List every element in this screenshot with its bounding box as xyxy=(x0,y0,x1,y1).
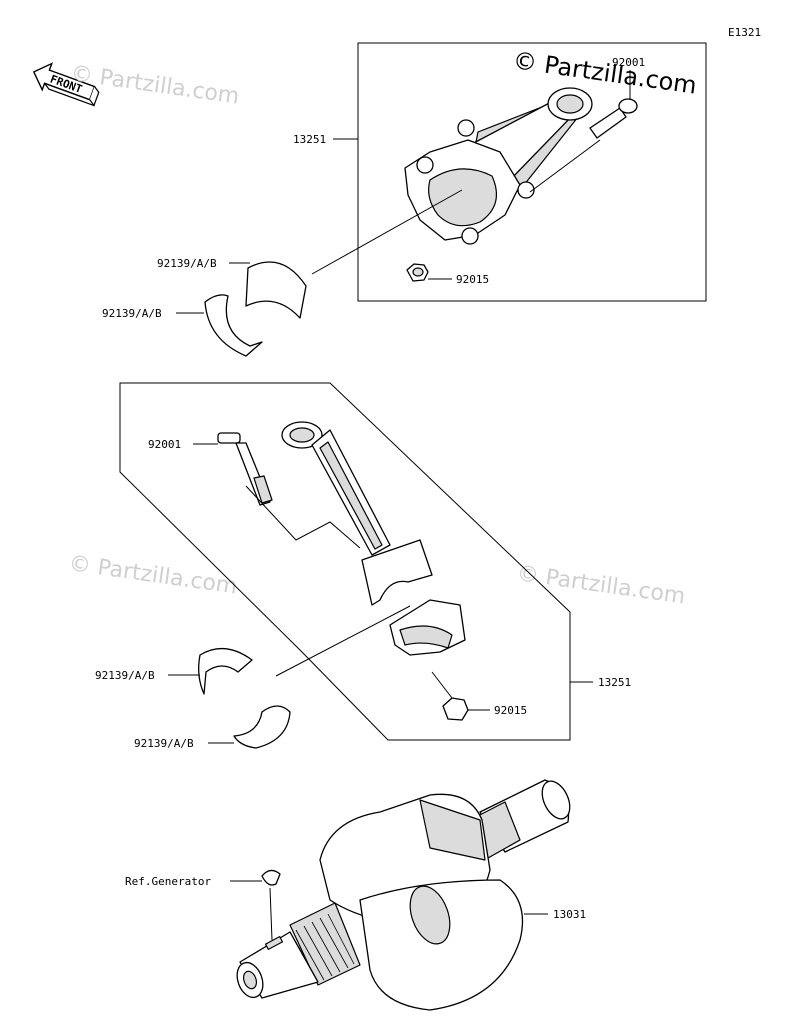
nut-top xyxy=(406,263,429,282)
label-ref-generator: Ref.Generator xyxy=(125,875,211,888)
label-bearing-mid-b: 92139/A/B xyxy=(134,737,194,750)
leader-bolt-to-rod-mid xyxy=(245,485,361,549)
bearing-shell-top-a xyxy=(245,261,307,319)
leader-nut-to-cap-mid xyxy=(431,671,453,699)
label-bolt-top: 92001 xyxy=(612,56,645,69)
label-rod-assy-top: 13251 xyxy=(293,133,326,146)
label-nut-mid: 92015 xyxy=(494,704,527,717)
watermark-mid-left: © Partzilla.com xyxy=(67,551,239,599)
bearing-shell-mid-b xyxy=(233,705,291,749)
bearing-shell-top-b xyxy=(204,294,263,357)
label-bolt-mid: 92001 xyxy=(148,438,181,451)
bearing-shell-mid-a xyxy=(198,648,253,695)
connecting-rod-top xyxy=(404,87,593,245)
label-nut-top: 92015 xyxy=(456,273,489,286)
rod-assy-top-frame xyxy=(357,42,707,302)
watermark-main: © Partzilla.com xyxy=(511,46,698,100)
label-rod-assy-mid: 13251 xyxy=(598,676,631,689)
watermark-mid-right: © Partzilla.com xyxy=(515,561,687,609)
leader-bolt-to-rod-top xyxy=(529,139,601,193)
label-bearing-top-b: 92139/A/B xyxy=(102,307,162,320)
woodruff-key xyxy=(261,869,281,886)
label-bearing-mid-a: 92139/A/B xyxy=(95,669,155,682)
diagram-code: E1321 xyxy=(728,26,761,39)
crankshaft xyxy=(236,779,571,1011)
nut-mid xyxy=(442,697,469,721)
leader-key-to-shaft xyxy=(269,887,273,941)
bolt-top xyxy=(589,98,638,139)
bolt-mid xyxy=(217,432,273,506)
leader-bearing-to-rod-top xyxy=(311,189,463,275)
connecting-rod-mid xyxy=(281,421,433,606)
label-bearing-top-a: 92139/A/B xyxy=(157,257,217,270)
label-crankshaft: 13031 xyxy=(553,908,586,921)
rod-cap-mid xyxy=(389,599,466,656)
rod-assy-mid-frame xyxy=(119,382,571,741)
leader-bearing-to-rod-mid xyxy=(275,605,411,677)
